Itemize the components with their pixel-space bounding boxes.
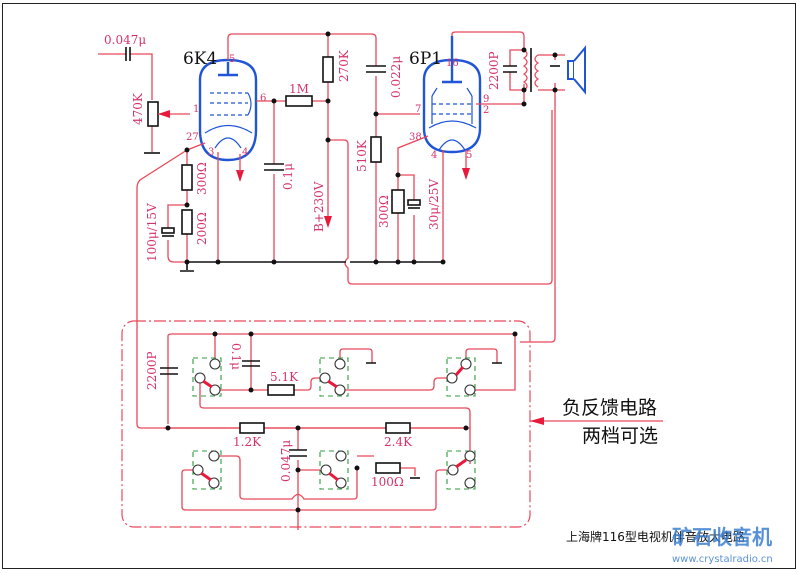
label-c-0-1: 0.1μ xyxy=(281,163,295,190)
annotation-arrow xyxy=(530,417,544,425)
capacitor-01-screen xyxy=(264,163,284,171)
capacitor-0022 xyxy=(366,65,386,73)
label-r-510k: 510K xyxy=(355,139,369,172)
resistor-200 xyxy=(181,209,193,235)
label-r-200: 200Ω xyxy=(195,212,209,245)
label-b-plus: B+230V xyxy=(312,181,326,232)
label-c-2200-out: 2200P xyxy=(487,51,501,90)
resistor-510k xyxy=(370,136,382,163)
resistor-5-1k xyxy=(267,384,295,396)
label-r-100: 100Ω xyxy=(371,475,404,489)
tube-6p1-label: 6P1 xyxy=(409,49,442,69)
svg-text:9: 9 xyxy=(483,94,489,105)
b-plus-arrow xyxy=(324,216,332,228)
speaker-icon xyxy=(567,45,586,95)
svg-text:38: 38 xyxy=(409,132,422,143)
label-r-300-b: 300Ω xyxy=(377,195,391,228)
label-r-2-4k: 2.4K xyxy=(384,435,413,449)
label-c-100: 100μ/15V xyxy=(145,203,159,262)
svg-text:4: 4 xyxy=(242,147,248,158)
switch-4[interactable] xyxy=(192,450,222,490)
6p1-cathode-network xyxy=(397,135,429,262)
resistor-270k xyxy=(322,56,334,83)
junction-dots xyxy=(184,31,558,265)
watermark-text: 矿石收音机 xyxy=(672,525,772,549)
svg-text:5: 5 xyxy=(466,150,472,161)
tube-6k4-label: 6K4 xyxy=(183,49,217,69)
capacitor-01-fb xyxy=(242,360,260,367)
label-c-fb-0-1: 0.1μ xyxy=(229,343,243,370)
switch-1[interactable] xyxy=(192,357,222,397)
feedback-tap-wire xyxy=(520,90,556,343)
resistor-2-4k xyxy=(385,422,411,434)
tube-6p1-pins: 16 7 9 2 38 4 5 xyxy=(409,58,489,161)
resistor-1m xyxy=(285,95,313,107)
tube-6k4-pins: 5 1 6 27 3 4 xyxy=(186,54,266,158)
annotation-line-2: 两档可选 xyxy=(582,425,658,447)
capacitor-0047-fb xyxy=(289,449,307,457)
switch-2[interactable] xyxy=(319,357,349,397)
resistor-300-6k4 xyxy=(181,164,193,191)
plate-wires xyxy=(227,33,553,285)
tube-6p1 xyxy=(422,36,482,154)
label-r-300-a: 300Ω xyxy=(195,162,209,195)
heater-arrow-6k4 xyxy=(236,170,244,182)
resistor-100 xyxy=(375,462,401,474)
switch-5[interactable] xyxy=(319,450,349,490)
feedback-wiring xyxy=(164,333,516,530)
switch-3[interactable] xyxy=(446,357,476,397)
heater-arrow-6p1 xyxy=(462,168,470,180)
capacitor-2200p-fb xyxy=(160,367,178,375)
diagram-frame xyxy=(2,3,796,569)
label-c-30: 30μ/25V xyxy=(427,179,441,230)
label-pot: 470K xyxy=(131,92,145,125)
diagram-caption: 上海牌116型电视机伴音放大电路 xyxy=(566,529,745,544)
label-r-1-2k: 1.2K xyxy=(233,435,262,449)
label-r-5-1k: 5.1K xyxy=(270,370,299,384)
svg-text:7: 7 xyxy=(415,104,421,115)
svg-text:4: 4 xyxy=(431,150,437,161)
svg-text:6: 6 xyxy=(260,93,266,104)
feedback-network-box xyxy=(121,320,531,528)
svg-text:16: 16 xyxy=(446,58,459,69)
resistor-300-6p1 xyxy=(391,189,405,214)
svg-text:5: 5 xyxy=(229,54,235,65)
label-c-0-047-fb: 0.047μ xyxy=(279,440,293,482)
tube-6k4 xyxy=(198,58,258,162)
pot-wiper-arrow xyxy=(158,110,170,118)
cathode-network-6k4 xyxy=(136,142,470,429)
label-c-2200-fb: 2200P xyxy=(145,351,159,390)
pot-470k xyxy=(147,101,159,127)
feedback-junction-dots xyxy=(165,331,518,513)
svg-text:3: 3 xyxy=(208,147,214,158)
switch-6[interactable] xyxy=(446,450,476,490)
label-c-coupling: 0.022μ xyxy=(389,56,403,98)
label-r-1m: 1M xyxy=(289,82,309,96)
resistor-1-2k xyxy=(239,422,265,434)
svg-text:27: 27 xyxy=(186,132,199,143)
label-r-270k: 270K xyxy=(337,49,351,82)
watermark-url: www.crystalradio.cn xyxy=(672,554,773,565)
svg-text:1: 1 xyxy=(193,104,199,115)
label-c-in: 0.047μ xyxy=(104,33,146,47)
capacitor-100u xyxy=(161,227,175,234)
capacitor-30u xyxy=(407,199,421,206)
6p1-plate-wire xyxy=(451,31,525,50)
annotation-line-1: 负反馈电路 xyxy=(562,397,657,419)
capacitor-2200p-out xyxy=(503,65,517,73)
input-wire xyxy=(98,47,160,154)
svg-text:2: 2 xyxy=(483,105,489,116)
